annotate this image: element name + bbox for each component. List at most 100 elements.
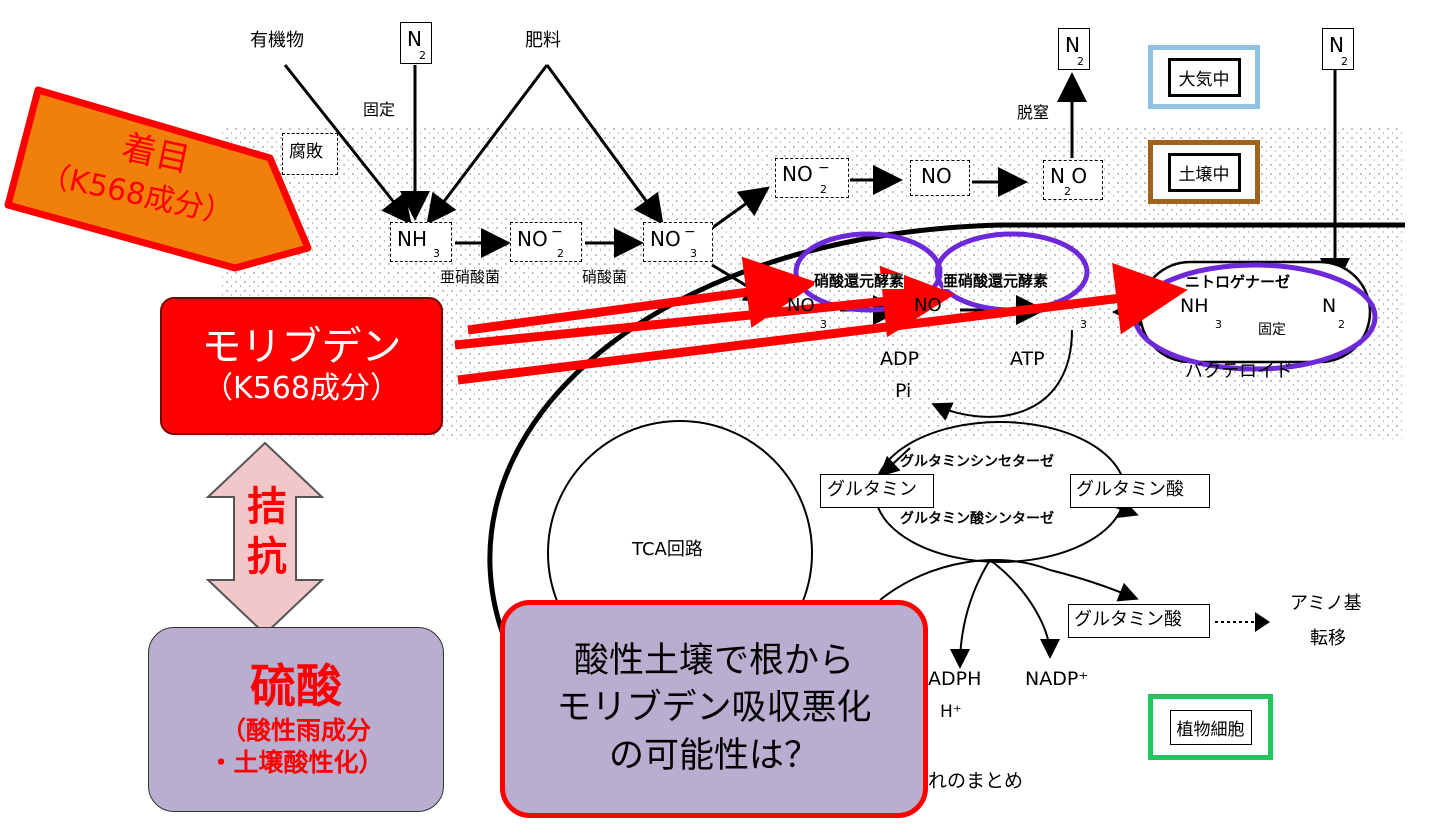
nh3-nodule: NH [1180, 295, 1209, 317]
legend-plant-cell: 植物細胞 [1148, 694, 1273, 760]
label-fixation-nodule: 固定 [1258, 322, 1286, 338]
glutamine-box: グルタミン [820, 474, 934, 508]
no3-symbol: NO [650, 227, 681, 251]
label-amino: アミノ基 [1290, 593, 1362, 614]
arrow-to-nadph [950, 559, 991, 669]
arrow-atp-adp [931, 329, 1073, 421]
arc-nadph [879, 559, 1051, 601]
minus-sign: − [684, 224, 696, 240]
glutamate-box-2: グルタミン酸 [1068, 604, 1210, 638]
label-nadph: ADPH [928, 668, 982, 690]
n2-symbol: N [407, 27, 422, 51]
label-decay: 腐敗 [289, 142, 323, 162]
label-nitrate-bacteria: 硝酸菌 [582, 268, 628, 286]
question-line1: 酸性土壌で根から [573, 641, 854, 682]
label-pi: Pi [895, 380, 912, 402]
no3-cell: NO [787, 295, 815, 316]
no2-subscript: 2 [557, 247, 564, 260]
n2-symbol: N [1065, 33, 1080, 57]
label-fertilizer: 肥料 [525, 30, 561, 51]
focus-callout [4, 86, 312, 272]
no2-symbol: NO [517, 227, 548, 251]
label-nitrogenase: ニトロゲナーゼ [1185, 273, 1291, 291]
label-hplus: H⁺ [940, 702, 962, 722]
red-arrow-nitrate-reductase [467, 256, 818, 335]
antagonism-char-1: 拮 [247, 484, 287, 530]
arrow-no3-no2b [711, 186, 770, 230]
no2-box-denit: NO − 2 [775, 158, 849, 198]
label-nadp: NADP⁺ [1025, 668, 1089, 690]
label-nitrite-reductase: 亜硝酸還元酵素 [943, 272, 1049, 290]
nh3-box-soil: NH 3 [390, 222, 452, 262]
label-organic: 有機物 [250, 30, 304, 51]
arrow-gs [879, 447, 911, 477]
question-line3: の可能性は？ [608, 735, 819, 776]
minus-sign: − [818, 160, 830, 176]
no3-box-soil: NO − 3 [643, 222, 713, 262]
red-arrow-nitrogenase [457, 262, 1188, 385]
label-adp: ADP [880, 348, 920, 370]
arrowhead-transfer [1255, 612, 1270, 632]
label-nitrite-bacteria: 亜硝酸菌 [440, 268, 501, 286]
sulfuric-line1: （酸性雨成分 [220, 715, 371, 745]
arrow-fert-no3 [545, 64, 664, 225]
legend-atmosphere: 大気中 [1148, 45, 1260, 109]
n2-subscript: 2 [1077, 55, 1084, 68]
label-fixation: 固定 [363, 100, 396, 119]
label-denitrification: 脱窒 [1017, 103, 1050, 122]
n2o-subscript: 2 [1064, 185, 1071, 198]
molybdenum-callout: モリブデン （K568成分） [160, 297, 443, 435]
legend-soil-label: 土壌中 [1167, 152, 1241, 192]
n2o-box: N O 2 [1043, 160, 1103, 200]
n2o-symbol: N O [1050, 164, 1088, 188]
label-bacteroid: バクテロイド [1185, 361, 1293, 382]
arrow-organic-nh3 [283, 64, 412, 225]
minus-sign: − [551, 224, 563, 240]
legend-plant-cell-label: 植物細胞 [1169, 709, 1252, 745]
question-callout: 酸性土壌で根から モリブデン吸収悪化 の可能性は？ [500, 600, 928, 818]
molybdenum-title: モリブデン [201, 323, 402, 370]
red-arrow-nitrite-reductase [454, 265, 955, 350]
n2-subscript: 2 [419, 49, 426, 62]
antagonism-char-2: 抗 [247, 534, 287, 580]
decay-box: 腐敗 [282, 133, 338, 175]
arrow-to-nadp [989, 559, 1060, 659]
legend-soil: 土壌中 [1148, 140, 1260, 204]
sulfuric-acid-callout: 硫酸 （酸性雨成分 ・土壌酸性化） [148, 627, 444, 812]
glutamate-box: グルタミン酸 [1070, 474, 1210, 508]
nh3-nodule-subscript: 3 [1215, 318, 1222, 331]
molybdenum-subtitle: （K568成分） [203, 370, 400, 406]
n2-subscript: 2 [1341, 55, 1348, 68]
label-gogat: グルタミン酸シンターゼ [900, 511, 1054, 527]
n2-box-top: N 2 [400, 22, 432, 64]
label-transfer: 転移 [1310, 628, 1346, 649]
label-glutamate-2: グルタミン酸 [1074, 609, 1182, 630]
sulfuric-title: 硫酸 [250, 659, 342, 714]
no2-symbol: NO [782, 162, 813, 186]
label-glutamate: グルタミン酸 [1076, 479, 1184, 500]
nh3-cell-subscript: 3 [1080, 318, 1087, 331]
n2-symbol: N [1329, 33, 1344, 57]
n2-nodule-subscript: 2 [1338, 318, 1345, 331]
nh3-symbol: NH [397, 227, 427, 251]
sulfuric-line2: ・土壌酸性化） [208, 748, 384, 778]
label-atp: ATP [1010, 348, 1045, 370]
n2-box-atmos: N 2 [1058, 28, 1090, 70]
no-box: NO [910, 160, 970, 196]
no2-box-soil: NO − 2 [510, 222, 582, 262]
no-symbol: NO [921, 164, 952, 188]
no3-cell-subscript: 3 [820, 318, 827, 331]
no3-subscript: 3 [690, 247, 697, 260]
label-glutamine: グルタミン [827, 479, 917, 500]
arrow-to-glutamate [1049, 569, 1139, 602]
arrow-fert-nh3 [426, 64, 549, 225]
n2-nodule: N [1322, 295, 1337, 317]
n2-box-right: N 2 [1322, 28, 1354, 70]
label-tca: TCA回路 [632, 539, 703, 560]
question-line2: モリブデン吸収悪化 [556, 688, 872, 729]
caption: れのまとめ [928, 770, 1024, 792]
no2-subscript: 2 [820, 183, 827, 196]
label-gs: グルタミンシンセターゼ [900, 454, 1054, 470]
nh3-subscript: 3 [433, 247, 440, 260]
label-nitrate-reductase: 硝酸還元酵素 [814, 272, 905, 290]
